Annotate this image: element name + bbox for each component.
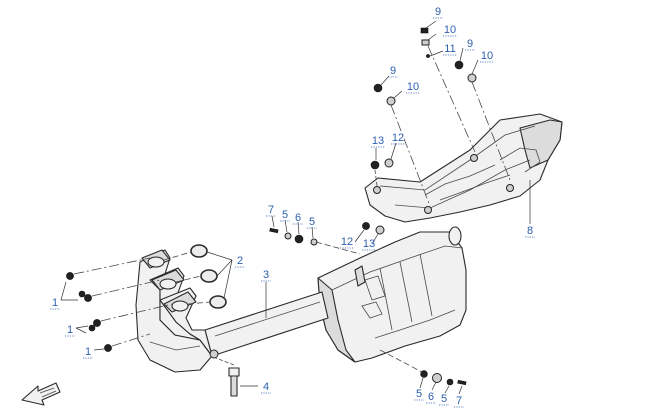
upper-mount-hardware: [362, 27, 477, 235]
callout-10-left: 10: [406, 81, 420, 94]
svg-text:1: 1: [67, 324, 73, 336]
callout-3: 3: [261, 269, 271, 282]
washer-5-bottom-left: [420, 370, 428, 378]
svg-text:7: 7: [456, 395, 462, 407]
bolt-7-bottom: [457, 379, 467, 386]
svg-text:5: 5: [416, 388, 422, 400]
svg-text:2: 2: [237, 255, 243, 267]
svg-text:5: 5: [441, 393, 447, 405]
svg-text:1: 1: [85, 346, 91, 358]
svg-text:1: 1: [52, 297, 58, 309]
callout-5-top-left: 5: [280, 209, 290, 222]
svg-text:4: 4: [263, 381, 269, 393]
svg-text:11: 11: [444, 43, 455, 55]
callout-10-right: 10: [480, 50, 494, 63]
manifold-gaskets: [190, 244, 227, 309]
svg-text:13: 13: [363, 238, 375, 250]
callout-4: 4: [261, 381, 271, 394]
muffler-hardware: [269, 227, 467, 386]
callout-8: 8: [525, 225, 535, 238]
svg-text:10: 10: [407, 81, 419, 93]
svg-text:9: 9: [467, 38, 473, 50]
nut-12-lower: [362, 222, 370, 230]
svg-text:9: 9: [435, 6, 441, 18]
callout-12-upper: 12: [391, 132, 405, 145]
callout-9-top: 9: [433, 6, 443, 19]
callout-6-top: 6: [293, 212, 303, 225]
grommet-6-bottom: [432, 373, 442, 383]
svg-text:10: 10: [444, 24, 456, 36]
exhaust-manifold: [135, 249, 219, 373]
oxygen-sensor: [215, 357, 240, 397]
callout-1c: 1: [83, 346, 93, 359]
muffler: [317, 226, 467, 363]
manifold-nuts: [66, 272, 112, 352]
callout-7-top: 7: [266, 204, 276, 217]
callout-5-bottom-right: 5: [439, 393, 449, 406]
svg-text:7: 7: [268, 204, 274, 216]
heat-shield: [364, 113, 563, 223]
washer-10-right: [467, 73, 477, 83]
callout-1a: 1: [50, 297, 60, 310]
pin-11: [426, 54, 430, 58]
callout-5-top-right: 5: [307, 216, 317, 229]
callout-9-right: 9: [465, 38, 475, 51]
svg-text:12: 12: [341, 236, 353, 248]
grommet-6-top: [294, 234, 304, 244]
washer-13-lower: [375, 225, 385, 235]
assembly-lines-manifold: [73, 251, 211, 347]
callout-1b: 1: [65, 324, 75, 337]
callout-labels: 1 1 1 2 3 4 5 5 5 5 6 6 7 7 8 9 9 9 10 1…: [50, 6, 535, 408]
svg-text:6: 6: [295, 212, 301, 224]
callout-13-lower: 13: [362, 238, 376, 251]
assembly-lines-upper: [374, 45, 511, 207]
callout-13-upper: 13: [371, 135, 385, 148]
callout-11: 11: [443, 43, 457, 56]
callout-2: 2: [235, 255, 245, 268]
callout-9-left: 9: [388, 65, 398, 78]
washer-5-bottom-right: [446, 378, 454, 386]
callout-12-lower: 12: [340, 236, 354, 249]
svg-text:9: 9: [390, 65, 396, 77]
svg-text:10: 10: [481, 50, 493, 62]
nut-9-left: [373, 83, 383, 93]
front-direction-arrow-icon: [21, 382, 61, 406]
svg-text:6: 6: [428, 391, 434, 403]
o2-sensor-boss: [209, 349, 219, 359]
callout-5-bottom-left: 5: [414, 388, 424, 401]
callout-10-top: 10: [443, 24, 457, 37]
svg-text:13: 13: [372, 135, 384, 147]
washer-12-upper: [384, 158, 394, 168]
svg-text:3: 3: [263, 269, 269, 281]
nut-9-right: [454, 60, 464, 70]
svg-text:8: 8: [527, 225, 533, 237]
svg-text:5: 5: [282, 209, 288, 221]
washer-5-top-left: [284, 232, 292, 240]
bolt-9-upper: [420, 27, 429, 34]
washer-10-upper: [421, 39, 430, 46]
nut-13-upper: [370, 160, 380, 170]
callout-7-bottom: 7: [454, 395, 464, 408]
svg-text:12: 12: [392, 132, 404, 144]
callout-6-bottom: 6: [426, 391, 436, 404]
bolt-7-top: [269, 227, 279, 234]
leader-lines: [60, 20, 531, 395]
svg-text:5: 5: [309, 216, 315, 228]
washer-10-left: [386, 96, 396, 106]
